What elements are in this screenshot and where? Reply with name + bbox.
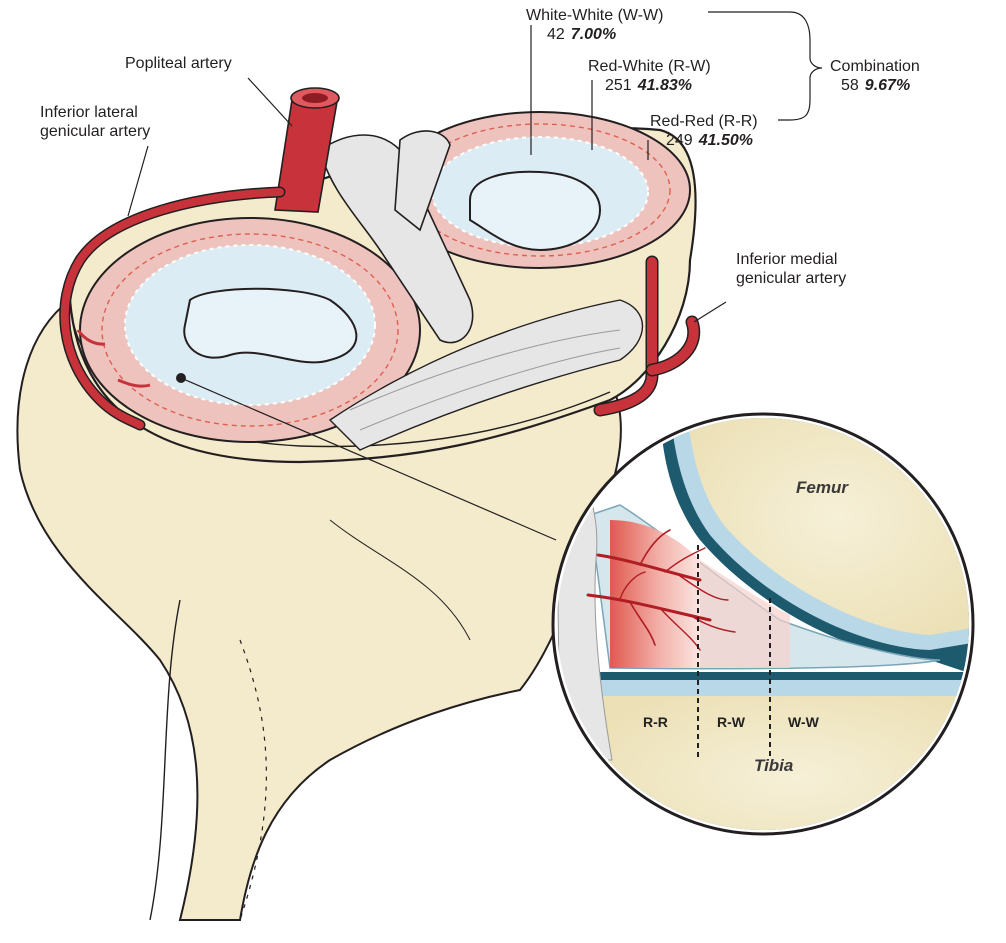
red-white-percent: 41.83% bbox=[637, 77, 692, 94]
inset-zone-rw-label: R-W bbox=[717, 714, 745, 730]
red-red-zone-stat: Red-Red (R-R) 249 41.50% bbox=[650, 112, 758, 150]
white-white-label: White-White (W-W) bbox=[526, 7, 664, 24]
lateral-meniscus bbox=[79, 217, 421, 443]
inferior-lateral-genicular-artery bbox=[59, 186, 286, 431]
inferior-lateral-genicular-label: Inferior lateral genicular artery bbox=[40, 103, 150, 141]
tibia-label: Tibia bbox=[754, 756, 794, 775]
white-white-zone-stat: White-White (W-W) 42 7.00% bbox=[526, 6, 663, 44]
inferior-medial-line1: Inferior medial bbox=[736, 251, 838, 268]
white-white-percent: 7.00% bbox=[570, 26, 617, 43]
inferior-medial-line2: genicular artery bbox=[736, 270, 847, 287]
medial-meniscus bbox=[389, 111, 691, 269]
inset-zone-ww-label: W-W bbox=[788, 714, 819, 730]
inferior-lateral-line2: genicular artery bbox=[40, 123, 151, 140]
cruciate-ligaments bbox=[319, 130, 644, 451]
popliteal-artery-label: Popliteal artery bbox=[125, 55, 232, 72]
leader-dot bbox=[176, 373, 186, 383]
red-red-count: 249 bbox=[666, 132, 693, 149]
red-white-label: Red-White (R-W) bbox=[588, 58, 711, 75]
white-white-count: 42 bbox=[547, 26, 565, 43]
combination-stat: Combination 58 9.67% bbox=[830, 57, 920, 95]
red-white-zone-stat: Red-White (R-W) 251 41.83% bbox=[588, 57, 711, 95]
inset-cross-section bbox=[551, 412, 975, 836]
leader-lines bbox=[127, 11, 823, 541]
red-red-percent: 41.50% bbox=[698, 132, 753, 149]
combination-label: Combination bbox=[830, 58, 920, 75]
red-red-label: Red-Red (R-R) bbox=[650, 113, 758, 130]
inferior-lateral-line1: Inferior lateral bbox=[40, 104, 138, 121]
femur-label: Femur bbox=[796, 478, 848, 497]
inferior-medial-genicular-label: Inferior medial genicular artery bbox=[736, 250, 846, 288]
inset-zone-rr-label: R-R bbox=[643, 714, 668, 730]
combination-count: 58 bbox=[841, 77, 859, 94]
inferior-medial-genicular-artery bbox=[593, 255, 701, 417]
red-white-count: 251 bbox=[605, 77, 632, 94]
combination-percent: 9.67% bbox=[864, 77, 911, 94]
